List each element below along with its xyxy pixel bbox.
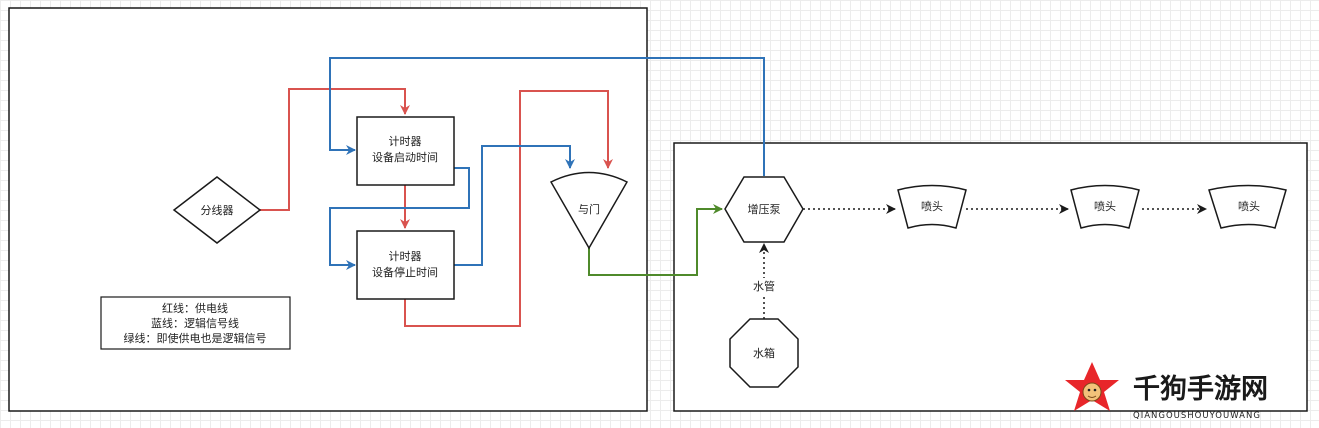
timer-start-subtitle: 设备启动时间 bbox=[372, 150, 438, 164]
and-gate-label: 与门 bbox=[578, 202, 600, 216]
power-line-stop-timer-to-and-gate bbox=[404, 90, 613, 327]
water-tank-label: 水箱 bbox=[753, 346, 775, 360]
legend: 红线：供电线 蓝线：逻辑信号线 绿线：即使供电也是逻辑信号 bbox=[100, 296, 291, 350]
water-pipe-label: 水管 bbox=[753, 279, 775, 293]
legend-green-line: 绿线：即使供电也是逻辑信号 bbox=[124, 331, 267, 345]
logic-line-pump-to-start-timer bbox=[329, 57, 765, 176]
timer-stop-title: 计时器 bbox=[389, 250, 422, 263]
power-line-splitter-to-start-timer bbox=[260, 88, 410, 211]
timer-start-node[interactable]: 计时器 设备启动时间 bbox=[356, 116, 455, 186]
control-container bbox=[8, 7, 648, 412]
logic-line-stop-timer-to-and-gate bbox=[454, 145, 575, 266]
nozzle-node-1[interactable]: 喷头 bbox=[897, 184, 967, 229]
legend-red-line: 红线：供电线 bbox=[162, 301, 228, 315]
and-gate-node[interactable]: 与门 bbox=[549, 171, 629, 250]
water-tank-node[interactable]: 水箱 bbox=[729, 318, 799, 388]
watermark-pinyin: QIANGOUSHOUYOUWANG bbox=[1133, 411, 1261, 421]
legend-blue-line: 蓝线：逻辑信号线 bbox=[151, 316, 239, 330]
timer-stop-node[interactable]: 计时器 设备停止时间 bbox=[356, 230, 455, 300]
splitter-label: 分线器 bbox=[201, 203, 234, 217]
timer-stop-subtitle: 设备停止时间 bbox=[372, 265, 438, 279]
nozzle-2-label: 喷头 bbox=[1094, 200, 1116, 213]
timer-start-title: 计时器 bbox=[389, 135, 422, 148]
pump-node[interactable]: 增压泵 bbox=[724, 176, 804, 243]
nozzle-node-3[interactable]: 喷头 bbox=[1208, 184, 1287, 229]
nozzle-1-label: 喷头 bbox=[921, 200, 943, 213]
watermark-name: 千狗手游网 bbox=[1133, 374, 1268, 405]
pump-label: 增压泵 bbox=[748, 202, 781, 216]
splitter-node[interactable]: 分线器 bbox=[172, 176, 262, 244]
green-line-and-gate-to-pump bbox=[588, 204, 723, 276]
nozzle-3-label: 喷头 bbox=[1238, 200, 1260, 213]
nozzle-node-2[interactable]: 喷头 bbox=[1070, 184, 1140, 229]
water-pipe-label-bg bbox=[751, 278, 777, 294]
logic-line-start-to-stop-timer bbox=[329, 167, 470, 270]
watermark-logo: 千狗手游网 QIANGOUSHOUYOUWANG bbox=[1065, 362, 1268, 421]
